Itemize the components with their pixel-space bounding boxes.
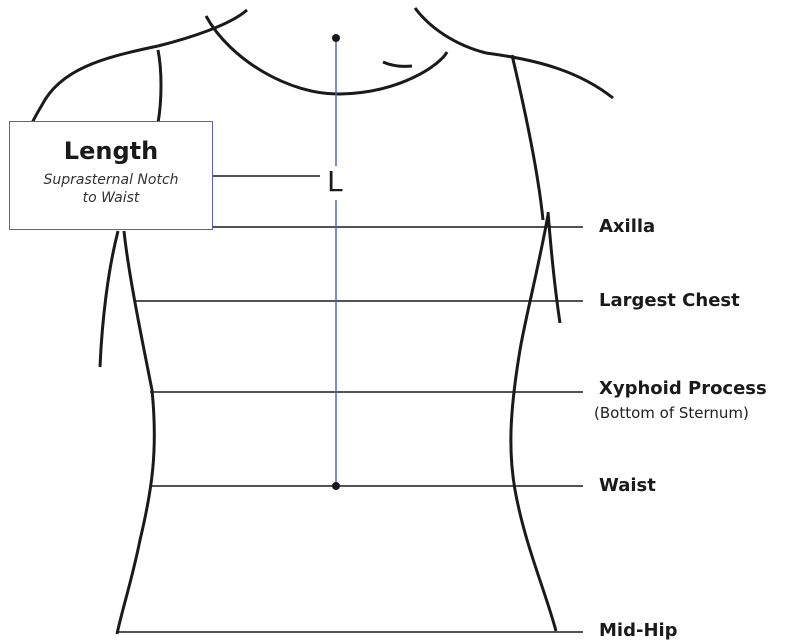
left-sleeve-seam [158,50,161,123]
length-start-point [332,34,340,42]
left-shoulder-outline [30,46,158,128]
neck-crease [383,62,412,66]
length-subtitle-line1: Suprasternal Notch [18,171,204,189]
length-info-box: Length Suprasternal Notch to Waist [9,121,213,230]
waist-label: Waist [599,475,656,496]
xyphoid-label: Xyphoid Process [599,378,767,399]
axilla-label: Axilla [599,216,655,237]
length-title: Length [10,137,212,165]
xyphoid-note: (Bottom of Sternum) [594,404,749,422]
neck-left-outline [158,10,247,46]
length-subtitle: Suprasternal Notch to Waist [10,171,212,207]
length-end-point [332,482,340,490]
right-sleeve-seam [512,55,543,220]
length-subtitle-line2: to Waist [18,189,204,207]
left-arm-outline [100,231,118,367]
right-shoulder-outline [486,53,613,98]
mid-hip-label: Mid-Hip [599,620,678,641]
torso-left-outline [117,231,154,634]
neck-right-outline [415,8,486,53]
right-arm-outline [548,212,560,323]
largest-chest-label: Largest Chest [599,290,740,311]
collar-outline [206,16,447,94]
torso-right-outline [511,215,556,631]
length-marker-label: L [327,165,343,198]
